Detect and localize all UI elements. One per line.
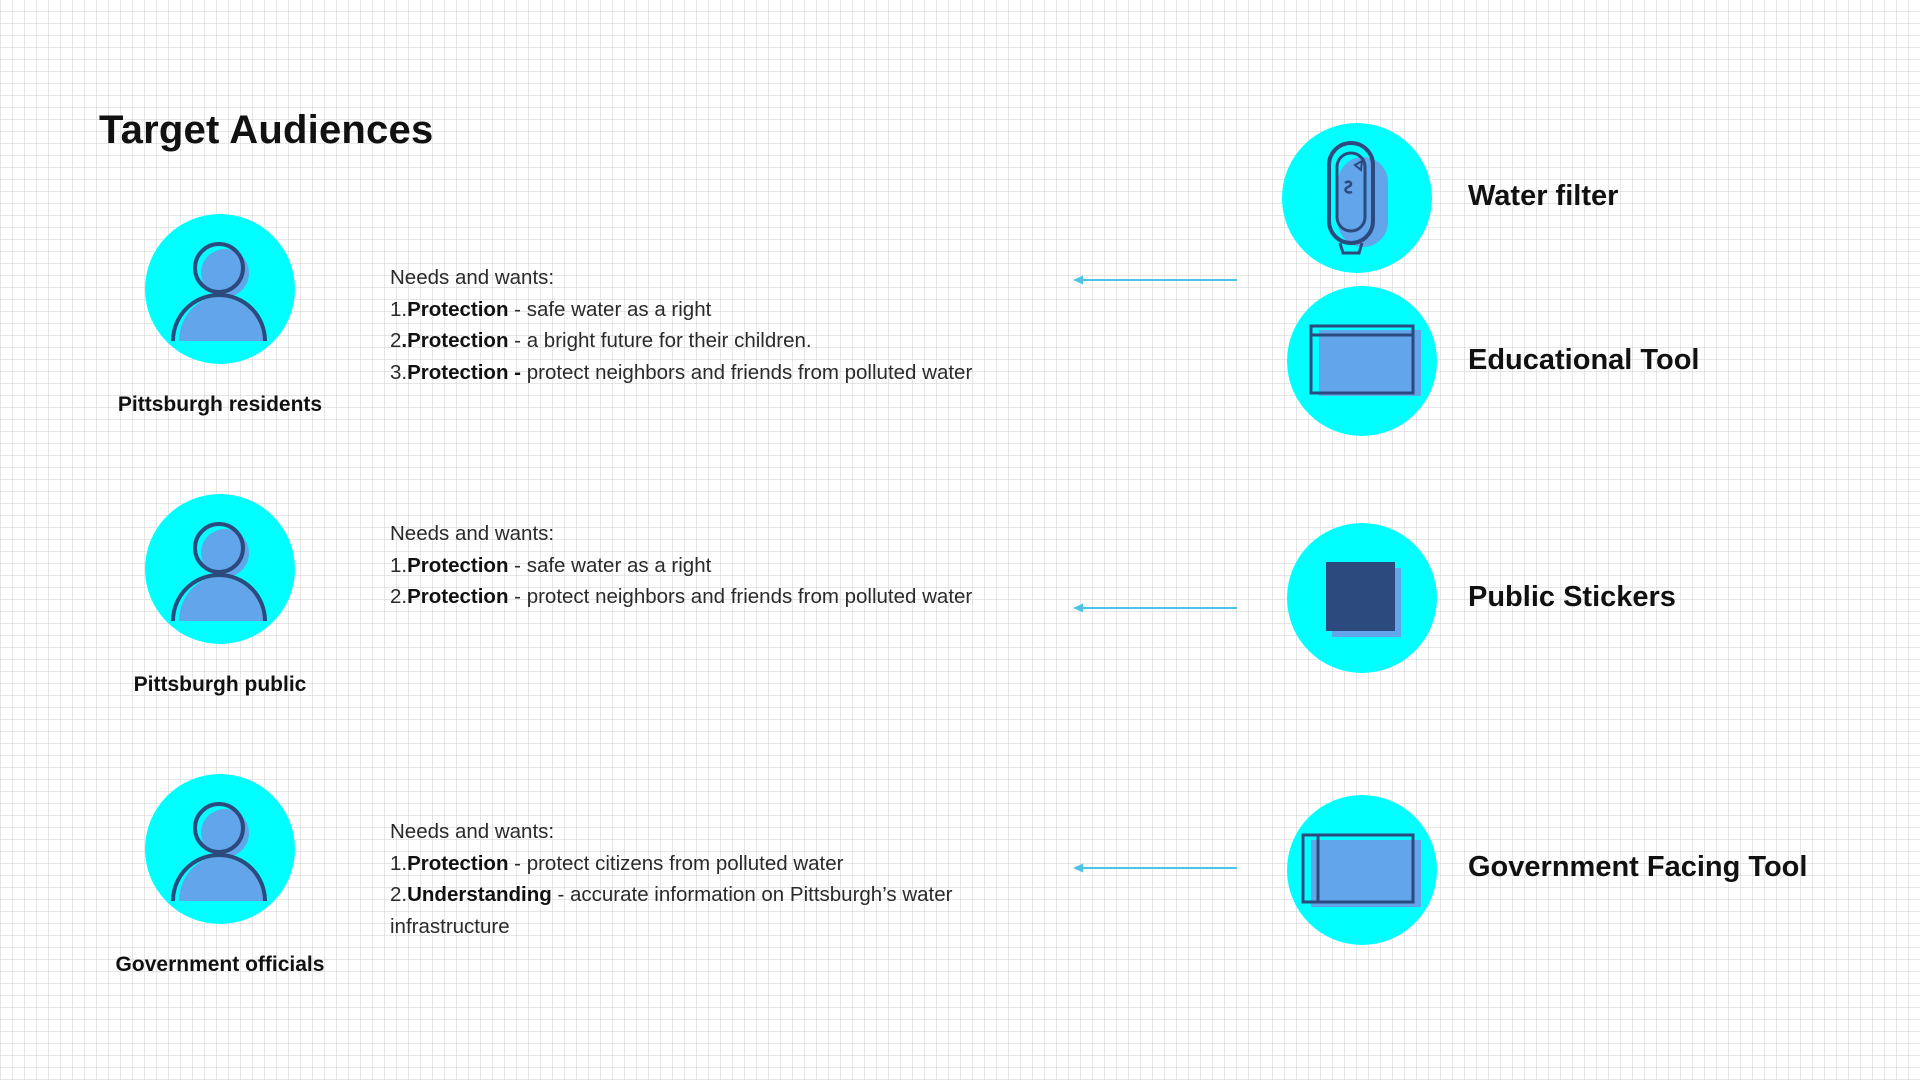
needs-block-residents: Needs and wants: 1.Protection - safe wat… xyxy=(390,262,1010,388)
need-item: 3.Protection - protect neighbors and fri… xyxy=(390,360,973,384)
arrow-left-icon xyxy=(1073,603,1237,613)
page-title: Target Audiences xyxy=(99,108,434,152)
person-icon xyxy=(145,214,295,364)
need-item: 2.Protection - a bright future for their… xyxy=(390,329,812,352)
product-label-public-stickers: Public Stickers xyxy=(1468,581,1676,613)
arrow-left-icon xyxy=(1073,863,1237,873)
educational-tool-icon xyxy=(1287,286,1437,436)
person-icon xyxy=(145,494,295,644)
needs-header: Needs and wants: xyxy=(390,820,555,843)
need-item: 2.Understanding - accurate information o… xyxy=(390,883,953,938)
arrow-left-icon xyxy=(1073,275,1237,285)
needs-block-government: Needs and wants: 1.Protection - protect … xyxy=(390,816,1010,942)
product-label-government-tool: Government Facing Tool xyxy=(1468,851,1808,883)
government-tool-icon xyxy=(1287,795,1437,945)
sticker-icon xyxy=(1287,523,1437,673)
need-item: 1.Protection - safe water as a right xyxy=(390,553,712,577)
product-label-educational-tool: Educational Tool xyxy=(1468,344,1700,376)
needs-block-public: Needs and wants: 1.Protection - safe wat… xyxy=(390,518,1010,613)
product-label-water-filter: Water filter xyxy=(1468,180,1619,212)
water-filter-icon xyxy=(1282,123,1432,273)
audience-label-government: Government officials xyxy=(115,953,325,976)
needs-header: Needs and wants: xyxy=(390,266,555,289)
need-item: 1.Protection - safe water as a right xyxy=(390,297,712,321)
need-item: 1.Protection - protect citizens from pol… xyxy=(390,851,844,875)
needs-header: Needs and wants: xyxy=(390,522,555,545)
audience-label-residents: Pittsburgh residents xyxy=(117,393,323,416)
audience-label-public: Pittsburgh public xyxy=(133,673,307,696)
need-item: 2.Protection - protect neighbors and fri… xyxy=(390,585,973,608)
person-icon xyxy=(145,774,295,924)
